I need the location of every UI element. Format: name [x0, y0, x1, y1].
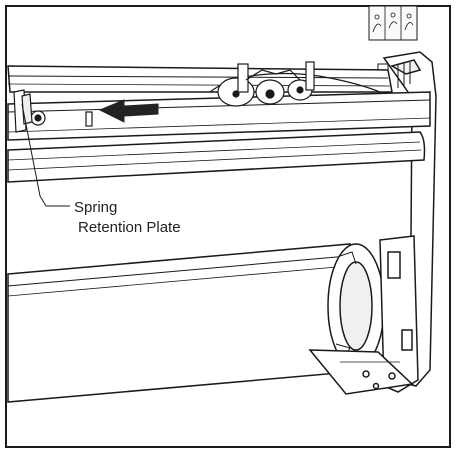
headrail [7, 65, 431, 183]
direction-arrow [98, 99, 159, 123]
drive-mechanism [209, 61, 381, 107]
callout-label-line1: Spring [74, 199, 117, 216]
mounting-bracket [308, 235, 419, 395]
border [5, 5, 451, 448]
spring-retention-plate [13, 89, 93, 133]
roller-tube [7, 243, 385, 403]
callout-label-line2: Retention Plate [78, 219, 181, 236]
callout-leader-line [21, 103, 70, 207]
instruction-card [368, 5, 418, 41]
